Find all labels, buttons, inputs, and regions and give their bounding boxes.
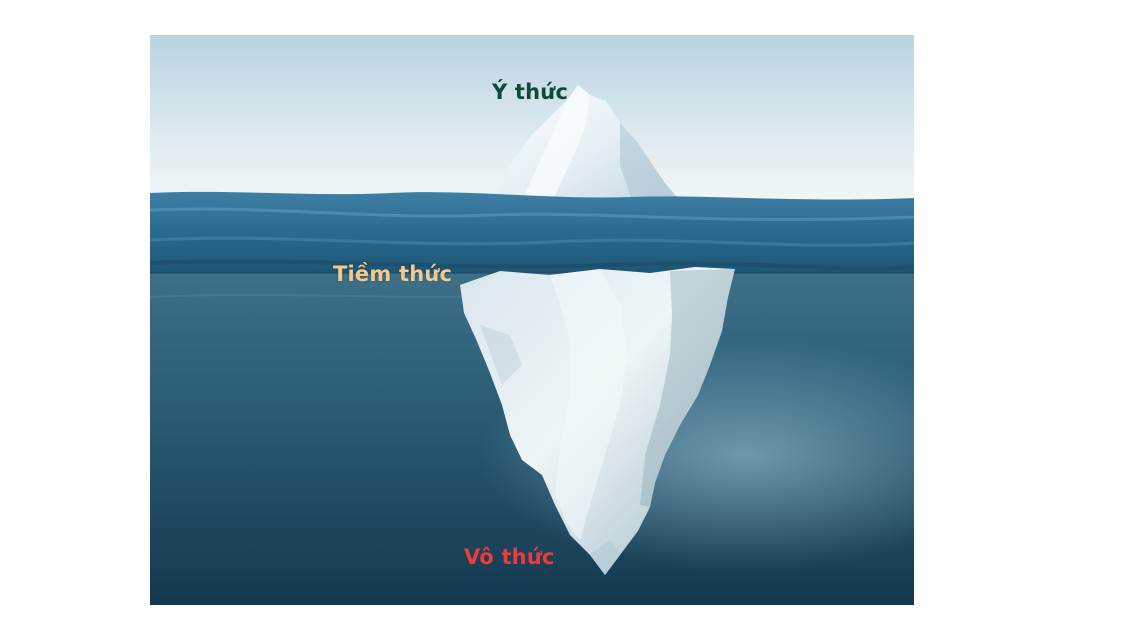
label-subconscious: Tiềm thức xyxy=(333,262,453,286)
label-unconscious: Vô thức xyxy=(464,545,555,569)
iceberg-image xyxy=(150,35,914,605)
label-conscious: Ý thức xyxy=(492,80,569,104)
iceberg-illustration xyxy=(150,35,914,605)
